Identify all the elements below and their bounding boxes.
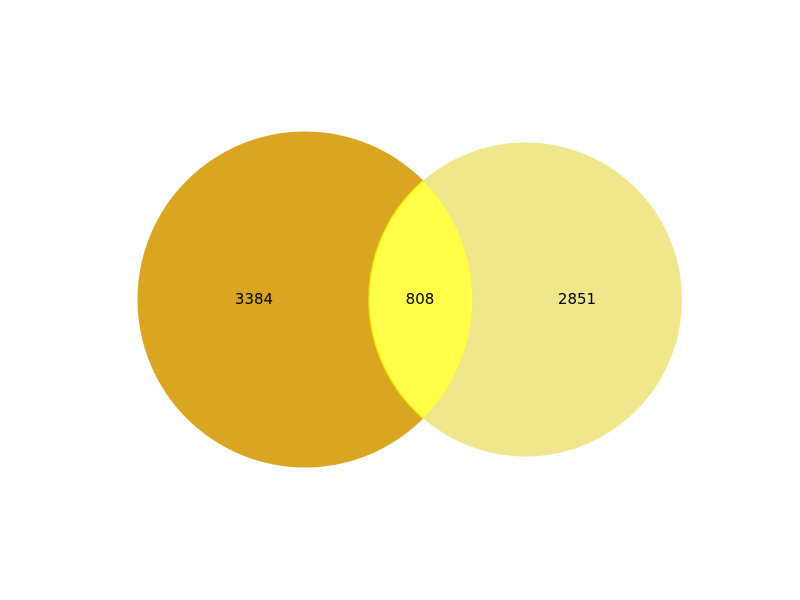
intersection-count: 808 <box>406 290 435 308</box>
set-a-only-count: 3384 <box>235 290 273 308</box>
set-a-circle <box>137 131 473 468</box>
intersection-region <box>368 141 473 458</box>
set-b-only-count: 2851 <box>558 290 596 308</box>
